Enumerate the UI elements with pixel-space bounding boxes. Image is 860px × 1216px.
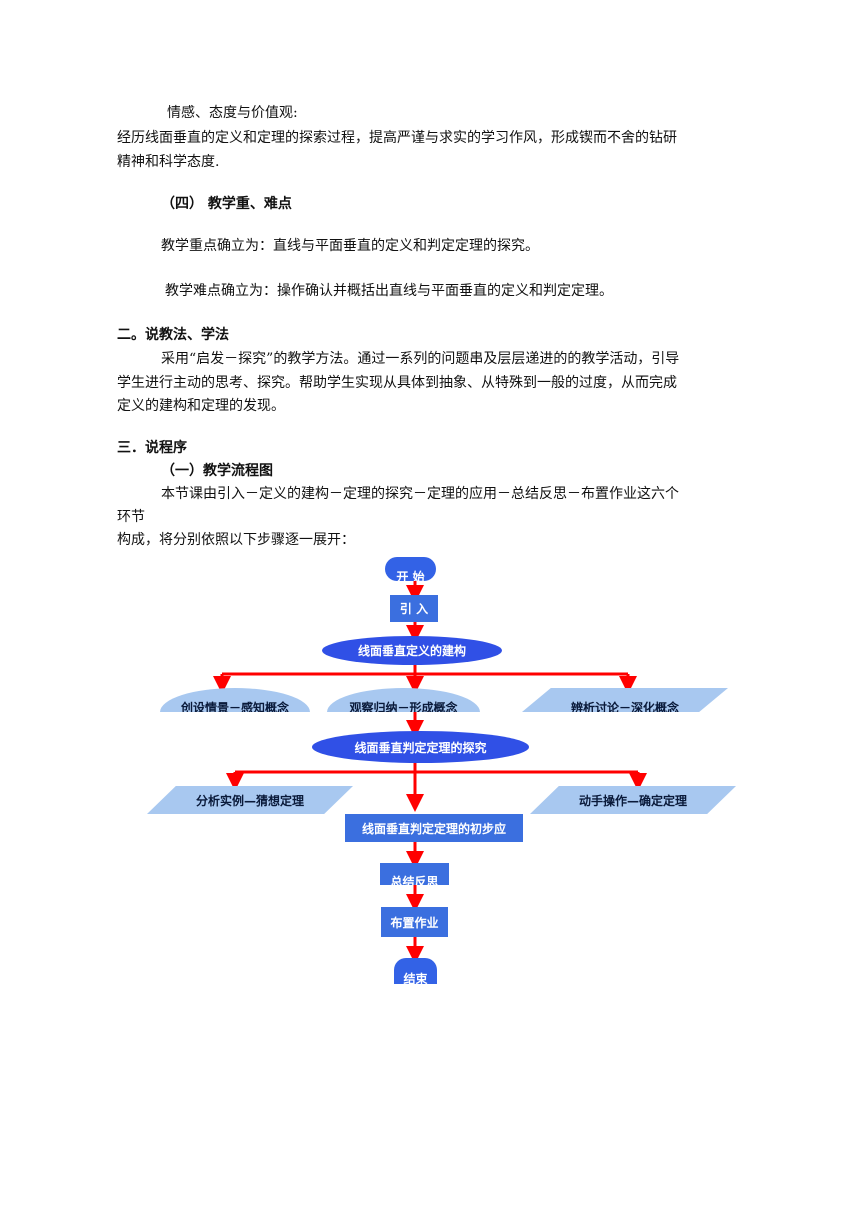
paragraph-line: 学生进行主动的思考、探究。帮助学生实现从具体到抽象、从特殊到一般的过度，从而完成 (117, 375, 677, 391)
subheading-flowchart: （一）教学流程图 (161, 463, 273, 479)
flow-node-end: 结束 (394, 958, 437, 984)
flow-node-homework: 布置作业 (381, 907, 448, 937)
section-heading-method: 二。说教法、学法 (117, 327, 229, 343)
flow-node-thm-analyze: 分析实例—猜想定理 (147, 786, 353, 814)
section-heading-key-points: （四） 教学重、难点 (161, 196, 292, 212)
paragraph-line: 环节 (117, 509, 145, 525)
paragraph-line: 经历线面垂直的定义和定理的探索过程，提高严谨与求实的学习作风，形成锲而不舍的钻研 (117, 130, 677, 146)
paragraph-line: 采用“启发－探究”的教学方法。通过一系列的问题串及层层递进的的教学活动，引导 (161, 351, 680, 367)
flow-node-theorem: 线面垂直判定定理的探究 (312, 731, 529, 763)
paragraph-line: 本节课由引入－定义的建构－定理的探究－定理的应用－总结反思－布置作业这六个 (161, 486, 679, 502)
flow-node-application: 线面垂直判定定理的初步应 (345, 814, 523, 842)
paragraph-line: 定义的建构和定理的发现。 (117, 398, 285, 414)
flow-node-definition: 线面垂直定义的建构 (322, 636, 502, 665)
section-heading-procedure: 三．说程序 (117, 440, 187, 456)
flow-node-summary: 总结反思 (380, 863, 449, 885)
flow-node-def-discuss: 辨析讨论－深化概念 (522, 688, 728, 712)
paragraph-difficulty: 教学难点确立为：操作确认并概括出直线与平面垂直的定义和判定定理。 (165, 283, 613, 299)
flow-node-start: 开 始 (385, 557, 436, 581)
heading-emotion: 情感、态度与价值观: (167, 105, 298, 121)
paragraph-line: 构成，将分别依照以下步骤逐一展开： (117, 532, 355, 548)
flow-node-intro: 引 入 (390, 595, 438, 622)
paragraph-key-point: 教学重点确立为：直线与平面垂直的定义和判定定理的探究。 (161, 238, 539, 254)
paragraph-line: 精神和科学态度. (117, 154, 220, 170)
flow-node-thm-operate: 动手操作—确定定理 (530, 786, 736, 814)
